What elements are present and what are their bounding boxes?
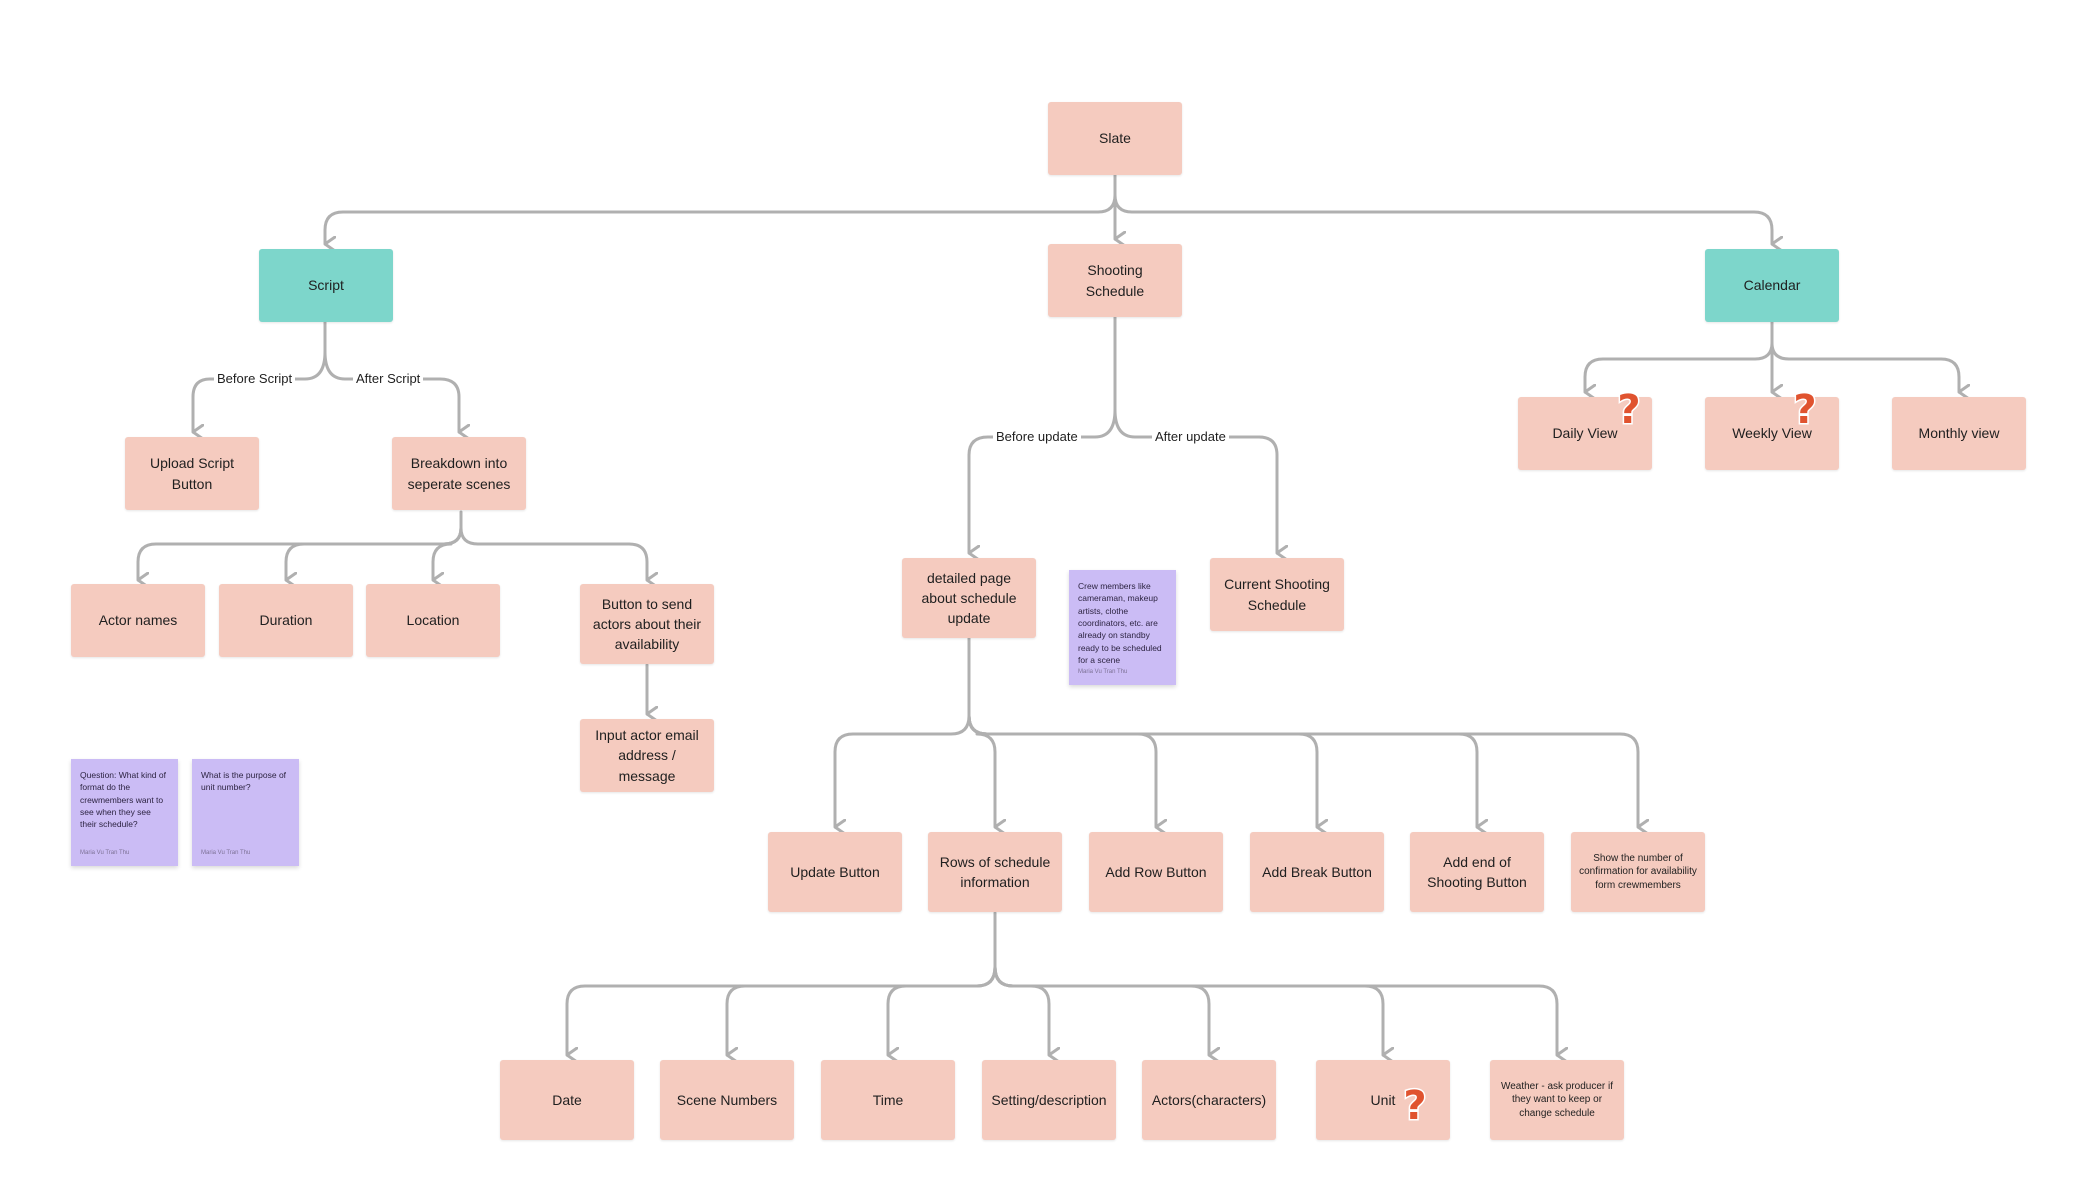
sticky-note-crew-members[interactable]: Crew members like cameraman, makeup arti…: [1069, 570, 1176, 685]
edge-rows-weather: [993, 965, 1557, 1055]
edge-detailed-confirmation: [967, 714, 1638, 827]
edge-rows-date: [565, 911, 997, 1055]
edge-breakdown-actors: [136, 510, 463, 580]
edge-calendar-daily: [1583, 320, 1774, 392]
edge-rows-unit: [993, 965, 1383, 1055]
sticky-note-unit-question[interactable]: What is the purpose of unit number? Mari…: [192, 759, 299, 866]
edge-slate-script: [323, 173, 1117, 244]
node-unit[interactable]: Unit: [1316, 1060, 1450, 1140]
node-breakdown-scenes[interactable]: Breakdown into seperate scenes: [392, 437, 526, 510]
node-button-send-availability[interactable]: Button to send actors about their availa…: [580, 584, 714, 664]
edge-rows-actors: [993, 965, 1209, 1055]
node-rows-schedule-info[interactable]: Rows of schedule information: [928, 832, 1062, 912]
question-mark-icon: ?: [1792, 387, 1818, 431]
edge-label-before-update: Before update: [993, 428, 1081, 445]
node-upload-script-button[interactable]: Upload Script Button: [125, 437, 259, 510]
sticky-note-author: Maria Vu Tran Thu: [80, 850, 130, 857]
node-current-shooting-schedule[interactable]: Current Shooting Schedule: [1210, 558, 1344, 631]
edge-label-before-script: Before Script: [214, 370, 296, 387]
node-date[interactable]: Date: [500, 1060, 634, 1140]
node-actor-names[interactable]: Actor names: [71, 584, 205, 657]
sticky-note-author: Maria Vu Tran Thu: [201, 850, 251, 857]
svg-text:?: ?: [1403, 1083, 1426, 1127]
edge-breakdown-location: [431, 526, 463, 580]
node-show-confirmation-count[interactable]: Show the number of confirmation for avai…: [1571, 832, 1705, 912]
node-input-actor-email[interactable]: Input actor email address / message: [580, 719, 714, 792]
sticky-note-text: What is the purpose of unit number?: [201, 770, 287, 793]
edge-rows-time: [886, 965, 997, 1055]
node-monthly-view[interactable]: Monthly view: [1892, 397, 2026, 470]
node-setting-description[interactable]: Setting/description: [982, 1060, 1116, 1140]
question-mark-icon: ?: [1616, 387, 1642, 431]
node-weekly-view[interactable]: Weekly View: [1705, 397, 1839, 470]
node-update-button[interactable]: Update Button: [768, 832, 902, 912]
sticky-note-author: Maria Vu Tran Thu: [1078, 669, 1128, 676]
edge-schedule-current: [1113, 408, 1277, 553]
edge-rows-setting: [993, 965, 1049, 1055]
svg-text:?: ?: [1793, 387, 1816, 431]
node-add-row-button[interactable]: Add Row Button: [1089, 832, 1223, 912]
node-time[interactable]: Time: [821, 1060, 955, 1140]
edge-slate-calendar: [1113, 193, 1772, 244]
node-add-end-shooting-button[interactable]: Add end of Shooting Button: [1410, 832, 1544, 912]
edge-label-after-script: After Script: [353, 370, 424, 387]
node-detailed-page[interactable]: detailed page about schedule update: [902, 558, 1036, 638]
edge-calendar-monthly: [1770, 341, 1959, 392]
node-scene-numbers[interactable]: Scene Numbers: [660, 1060, 794, 1140]
edge-breakdown-button-send: [459, 526, 647, 580]
svg-text:?: ?: [1617, 387, 1640, 431]
node-daily-view[interactable]: Daily View: [1518, 397, 1652, 470]
node-actors-characters[interactable]: Actors(characters): [1142, 1060, 1276, 1140]
node-slate[interactable]: Slate: [1048, 102, 1182, 175]
sticky-note-text: Question: What kind of format do the cre…: [80, 770, 166, 830]
node-calendar[interactable]: Calendar: [1705, 249, 1839, 322]
edge-label-after-update: After update: [1152, 428, 1229, 445]
sticky-note-format-question[interactable]: Question: What kind of format do the cre…: [71, 759, 178, 866]
node-add-break-button[interactable]: Add Break Button: [1250, 832, 1384, 912]
node-weather[interactable]: Weather - ask producer if they want to k…: [1490, 1060, 1624, 1140]
node-duration[interactable]: Duration: [219, 584, 353, 657]
question-mark-icon: ?: [1402, 1083, 1428, 1127]
node-location[interactable]: Location: [366, 584, 500, 657]
node-shooting-schedule[interactable]: Shooting Schedule: [1048, 244, 1182, 317]
sticky-note-text: Crew members like cameraman, makeup arti…: [1078, 581, 1162, 665]
node-script[interactable]: Script: [259, 249, 393, 322]
edge-rows-scene: [725, 965, 997, 1055]
edge-detailed-update: [833, 636, 971, 827]
edge-script-breakdown: [323, 350, 459, 432]
